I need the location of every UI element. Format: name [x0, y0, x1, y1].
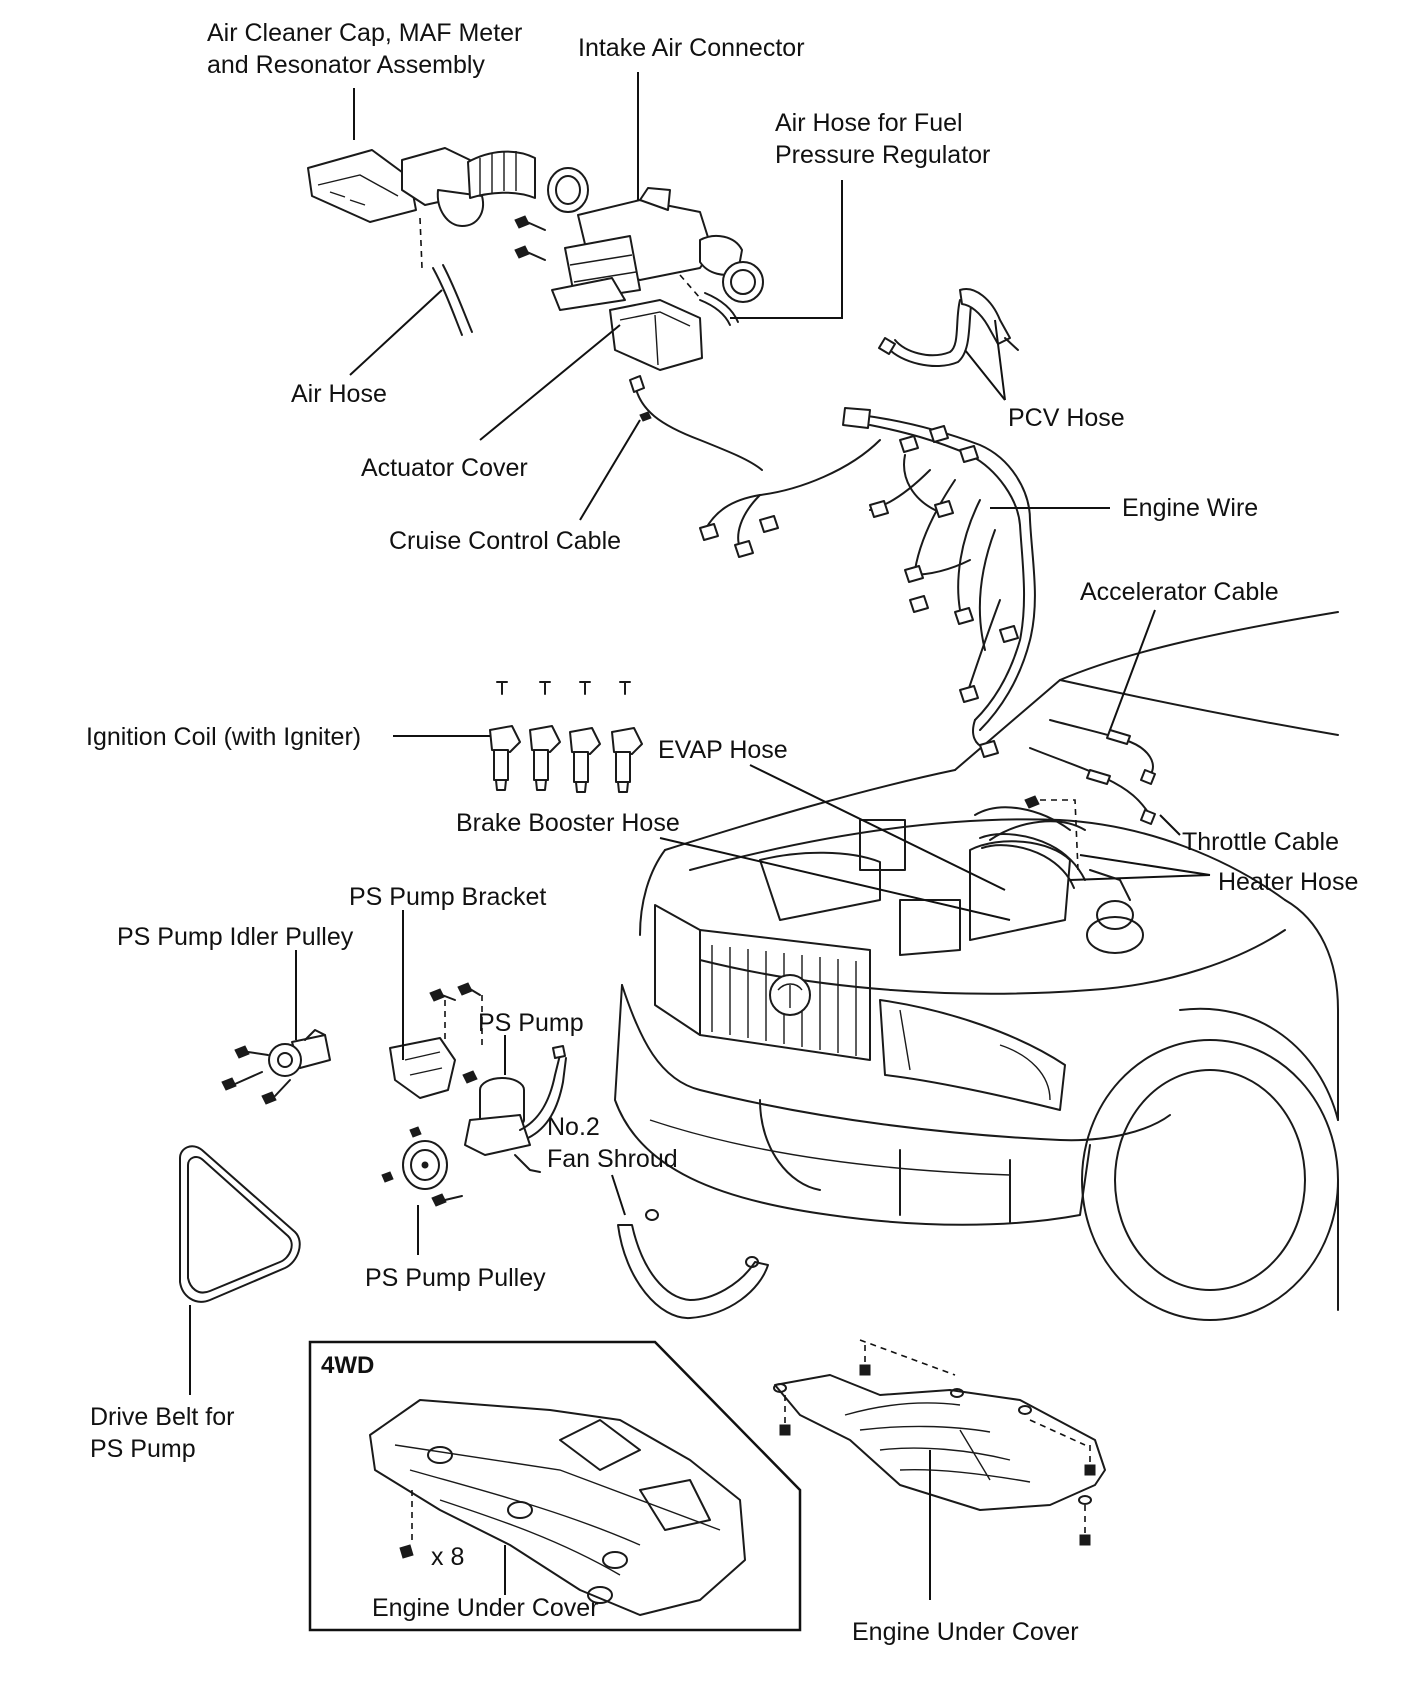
label-air-hose: Air Hose	[291, 380, 387, 408]
engine-wire-harness-part	[699, 407, 1036, 758]
pcv-hose-part	[878, 288, 1019, 367]
ps-pump-bracket-part	[389, 982, 483, 1099]
label-no2-fan-shroud-line1: No.2	[547, 1113, 600, 1141]
vehicle-front-illustration	[614, 611, 1339, 1321]
label-pcv-hose: PCV Hose	[1008, 404, 1125, 432]
label-air-cleaner-line2: and Resonator Assembly	[207, 51, 485, 79]
label-bolt-count: x 8	[431, 1543, 464, 1571]
label-evap-hose: EVAP Hose	[658, 736, 788, 764]
ps-pump-part	[464, 1045, 567, 1173]
label-air-hose-fpr-line2: Pressure Regulator	[775, 141, 990, 169]
small-bolts-intake	[514, 215, 546, 261]
label-cruise-control-cable: Cruise Control Cable	[389, 527, 621, 555]
leader-lines	[189, 72, 1211, 1600]
ps-pump-pulley-part	[381, 1126, 463, 1207]
label-ps-pump: PS Pump	[478, 1009, 584, 1037]
label-engine-under-cover: Engine Under Cover	[852, 1618, 1079, 1646]
label-intake-air-connector: Intake Air Connector	[578, 34, 805, 62]
no2-fan-shroud-part	[617, 1209, 769, 1320]
actuator-cover-part	[609, 299, 703, 371]
inset-4wd-box	[308, 1340, 802, 1632]
accelerator-cable-part	[1049, 719, 1156, 785]
ps-pump-idler-pulley-part	[221, 1029, 331, 1105]
hose-clamps	[547, 167, 764, 303]
label-engine-under-cover-4wd: Engine Under Cover	[372, 1594, 599, 1622]
label-drive-belt-line2: PS Pump	[90, 1435, 196, 1463]
label-accelerator-cable: Accelerator Cable	[1080, 578, 1279, 606]
ignition-coil-3	[569, 681, 601, 793]
heater-hose-part	[979, 833, 1086, 889]
label-heater-hose: Heater Hose	[1218, 868, 1358, 896]
label-ps-pump-bracket: PS Pump Bracket	[349, 883, 546, 911]
ignition-coil-2	[529, 681, 561, 791]
label-ignition-coil: Ignition Coil (with Igniter)	[86, 723, 361, 751]
air-cleaner-cap-assembly	[307, 147, 536, 227]
drive-belt-ps-pump-part	[179, 1145, 301, 1303]
label-throttle-cable: Throttle Cable	[1182, 828, 1339, 856]
air-hose-part	[419, 217, 473, 336]
label-ps-pump-pulley: PS Pump Pulley	[365, 1264, 546, 1292]
label-drive-belt-line1: Drive Belt for	[90, 1403, 234, 1431]
label-no2-fan-shroud-line2: Fan Shroud	[547, 1145, 678, 1173]
air-hose-fuel-pressure-regulator-part	[679, 274, 739, 326]
ignition-coil-1	[489, 681, 521, 791]
label-brake-booster-hose: Brake Booster Hose	[456, 809, 680, 837]
label-engine-wire: Engine Wire	[1122, 494, 1258, 522]
engine-under-cover-4wd-part	[369, 1399, 746, 1616]
label-inset-4wd: 4WD	[321, 1352, 374, 1379]
cruise-control-cable-part	[629, 375, 763, 471]
throttle-cable-part	[1024, 747, 1156, 871]
ignition-coils	[489, 681, 643, 793]
label-actuator-cover: Actuator Cover	[361, 454, 528, 482]
labels: Air Cleaner Cap, MAF Meter and Resonator…	[86, 19, 1358, 1646]
label-air-cleaner-line1: Air Cleaner Cap, MAF Meter	[207, 19, 522, 47]
label-air-hose-fpr-line1: Air Hose for Fuel	[775, 109, 963, 137]
ignition-coil-4	[611, 681, 643, 793]
label-ps-pump-idler-pulley: PS Pump Idler Pulley	[117, 923, 354, 951]
engine-under-cover-part	[773, 1339, 1106, 1546]
